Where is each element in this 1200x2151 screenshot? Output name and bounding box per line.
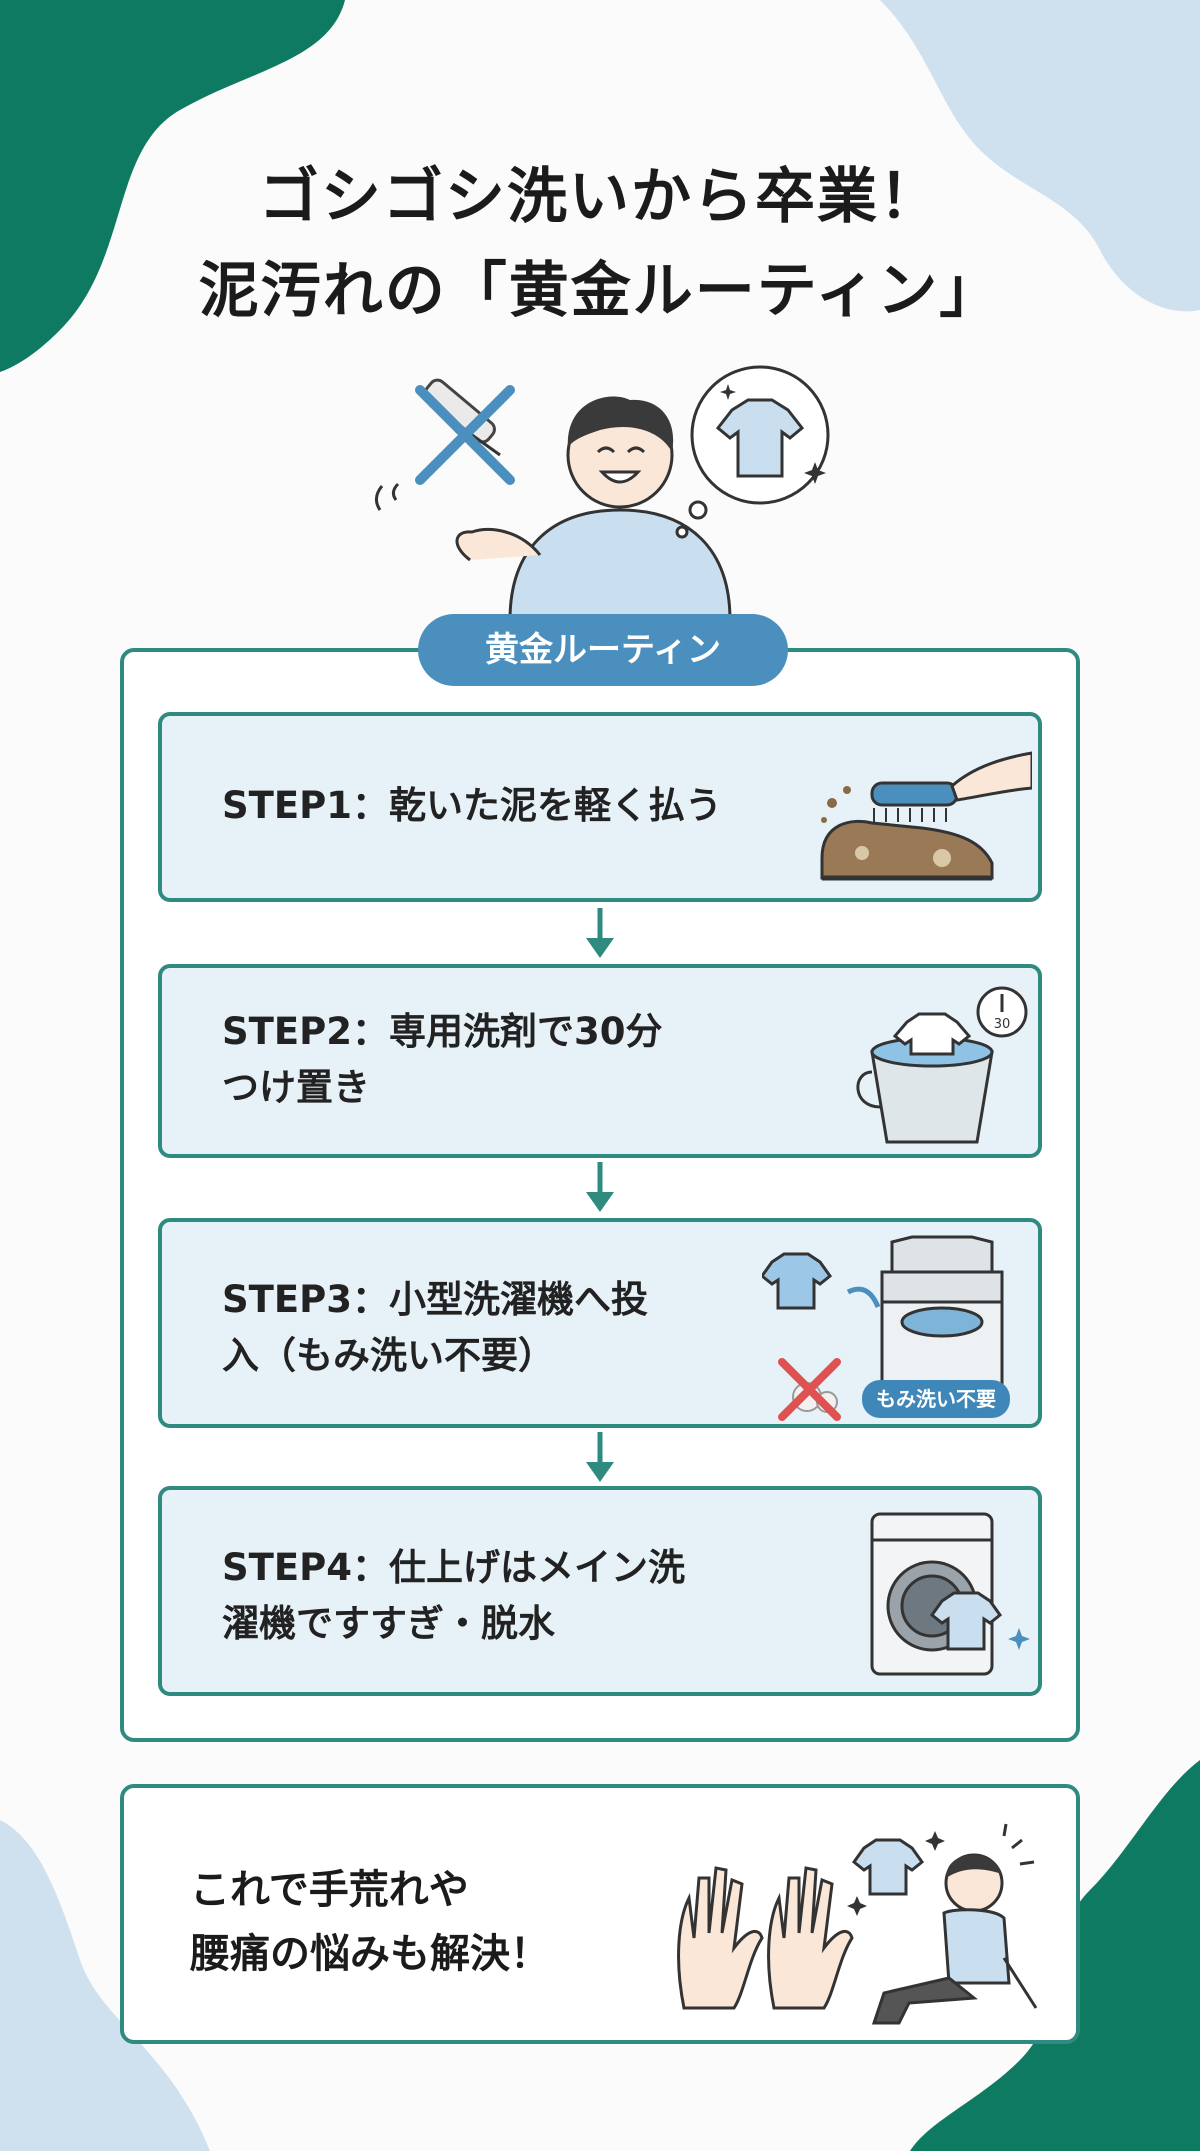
no-scrubbing-icon <box>778 1358 841 1421</box>
timer-value: 30 <box>994 1017 1011 1032</box>
hero-illustration <box>375 365 830 620</box>
smiling-person-icon <box>455 396 732 620</box>
step-1-text: STEP1：乾いた泥を軽く払う <box>222 778 722 834</box>
arrow-down-icon <box>586 1432 614 1482</box>
healthy-hands-icon <box>677 1866 854 2010</box>
top-left-blob <box>0 0 345 372</box>
result-line-1: これで手荒れや <box>190 1867 469 1913</box>
step-3-card: STEP3：小型洗濯機へ投入（もみ洗い不要） もみ洗い不要 <box>158 1218 1042 1428</box>
step-3-label: STEP3： <box>222 1278 390 1321</box>
step-1-description: 乾いた泥を軽く払う <box>389 784 723 827</box>
title-line-2: 泥汚れの「黄金ルーティン」 <box>198 256 1002 326</box>
step-2-text: STEP2：専用洗剤で30分つけ置き <box>222 1004 682 1116</box>
step-1-card: STEP1：乾いた泥を軽く払う <box>158 712 1042 902</box>
step-1-label: STEP1： <box>222 784 390 827</box>
step-3-description: 小型洗濯機へ投入（もみ洗い不要） <box>222 1278 649 1377</box>
thought-bubble-shirt-icon <box>675 365 830 539</box>
page-title: ゴシゴシ洗いから卒業！ 泥汚れの「黄金ルーティン」 <box>0 150 1200 338</box>
routine-label: 黄金ルーティン <box>418 614 788 686</box>
brush-shoe-icon <box>820 751 1032 881</box>
step-2-card: STEP2：専用洗剤で30分つけ置き 30 <box>158 964 1042 1158</box>
step-2-label: STEP2： <box>222 1010 390 1053</box>
arrow-down-icon <box>586 1162 614 1212</box>
result-text: これで手荒れや 腰痛の悩みも解決！ <box>190 1858 550 1986</box>
result-panel: これで手荒れや 腰痛の悩みも解決！ <box>120 1784 1080 2044</box>
title-line-1: ゴシゴシ洗いから卒業！ <box>259 162 941 232</box>
top-right-blob <box>880 0 1200 312</box>
bucket-soak-icon: 30 <box>856 986 1028 1144</box>
step-4-label: STEP4： <box>222 1546 390 1589</box>
step-4-description: 仕上げはメイン洗濯機ですすぎ・脱水 <box>222 1546 686 1645</box>
bottom-left-blob <box>0 1820 210 2151</box>
front-loader-icon <box>870 1512 1030 1676</box>
result-line-2: 腰痛の悩みも解決！ <box>190 1931 550 1977</box>
arrow-down-icon <box>586 908 614 958</box>
step-4-card: STEP4：仕上げはメイン洗濯機ですすぎ・脱水 <box>158 1486 1042 1696</box>
relieved-person-icon <box>677 1823 1038 2025</box>
step-4-text: STEP4：仕上げはメイン洗濯機ですすぎ・脱水 <box>222 1540 702 1652</box>
crossed-brush-icon <box>415 378 515 485</box>
step-3-text: STEP3：小型洗濯機へ投入（もみ洗い不要） <box>222 1272 652 1384</box>
step-2-description: 専用洗剤で30分つけ置き <box>222 1010 663 1109</box>
bottom-right-blob <box>910 1760 1200 2151</box>
no-scrubbing-badge: もみ洗い不要 <box>862 1380 1010 1418</box>
mini-washer-icon <box>762 1235 1004 1421</box>
